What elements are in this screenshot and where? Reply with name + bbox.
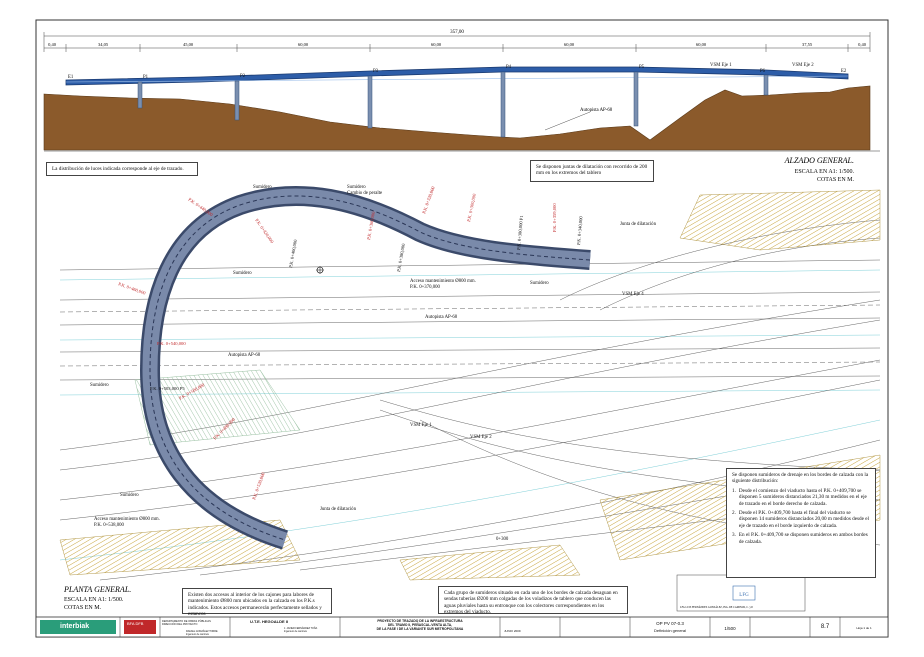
embankment: [399, 544, 581, 581]
piers: [137, 71, 769, 138]
span-label: 0,40: [48, 42, 57, 48]
elevation-title: ALZADO GENERAL.: [784, 156, 854, 165]
access-note: Existen dos accesos al interior de los c…: [182, 588, 332, 617]
support-label: E1: [68, 75, 74, 80]
drainage-item-text: Desde el comienzo del viaducto hasta el …: [738, 487, 867, 507]
plan-title: PLANTA GENERAL.: [63, 585, 131, 594]
drainage-note-intro: Se disponen sumideros de drenaje en los …: [732, 472, 869, 485]
lfg-stamp-text: LFG: [739, 593, 749, 598]
acceso-label: Acceso mantenimiento Ø800 mm.P.K. 0+538,…: [94, 517, 160, 528]
pk-300-label: 0+300: [496, 537, 509, 542]
pk-label: P.K. 0+300,000: [466, 192, 478, 222]
elevation-note-right: Se disponen juntas de dilatación con rec…: [530, 160, 654, 182]
total-span-label: 357,00: [450, 30, 464, 35]
sumidero-label: Sumidero: [90, 383, 109, 388]
plan-scale: ESCALA EN A1: 1/500.: [64, 597, 124, 603]
drainage-item-text: Desde el P.K. 0+409,700 hasta el final d…: [738, 510, 869, 529]
vsm4-label: VSM Eje 4: [622, 292, 644, 297]
support-label: P4: [506, 65, 512, 70]
span-label: 37,55: [802, 42, 813, 48]
lfg-stamp: [732, 585, 756, 601]
support-label: P1: [143, 75, 149, 80]
drainage-item: 3.En el P.K. 0+409,700 se disponen sumid…: [732, 532, 870, 545]
span-label: 34,05: [98, 42, 109, 48]
plan-units: COTAS EN M.: [64, 605, 102, 611]
support-label: P6: [760, 69, 766, 74]
viaduct-deck: [65, 66, 849, 86]
pk-label: P.K. 0+359,000: [552, 203, 558, 232]
pk-label: P.K. 0+380,000 P1: [516, 214, 525, 250]
span-label: 60,00: [298, 42, 309, 48]
tubes-note: Cada grupo de sumideros situado en cada …: [438, 586, 628, 615]
drainage-note: Se disponen sumideros de drenaje en los …: [726, 468, 876, 578]
contractor-label: U.T.E. HEGOALDE II: [250, 619, 289, 624]
elevation-note-left: La distribución de luces indicada corres…: [46, 162, 198, 176]
drainage-item: 2.Desde el P.K. 0+409,700 hasta el final…: [732, 510, 869, 529]
embankment: [59, 519, 301, 576]
engineer-right: J. JAVIER FERNÁNDEZ TOÑA Ingeniero de ca…: [284, 627, 318, 633]
engineer-left: RAFAEL GONZÁLEZ TORRE Ingeniero de camin…: [186, 630, 218, 636]
junta-label: Junta de dilatación: [620, 222, 657, 227]
pk-label: P.K. 0+503,000 P5: [150, 386, 185, 392]
pk-label: P.K. 0+380,000: [396, 242, 407, 272]
scale-label: 1/500: [724, 626, 736, 631]
autopista-label: Autopista AP-68: [425, 315, 458, 320]
firm-line: LFG LUIS FERNÁNDEZ GONZÁLEZ, ING. DE CAM…: [680, 606, 754, 609]
span-label: 45,00: [183, 42, 194, 48]
embankment: [134, 369, 301, 446]
pk-label: P.K. 0+520,000: [251, 471, 267, 501]
pk-label: P.K. 0+460,000: [117, 281, 147, 297]
autopista-label: Autopista AP-68: [228, 353, 261, 358]
support-label: P3: [373, 69, 379, 74]
road-label: Autopista AP-68: [580, 108, 613, 113]
sheets-total: Hoja 1 de 1: [856, 626, 872, 630]
bfa-label: BFA DFB: [127, 621, 144, 626]
elevation-units: COTAS EN M.: [817, 177, 855, 183]
project-title: PROYECTO DE TRAZADO DE LA INFRAESTRUCTUR…: [376, 619, 464, 631]
signature-box: [676, 574, 806, 612]
pk-label: P.K. 0+420,000: [253, 218, 275, 245]
pk-label: P.K. 0+360,000: [366, 210, 377, 240]
elevation-view: 357,00 0,40 34,05 45,00 60,00 60,00 60,0…: [43, 30, 880, 152]
date-label: JUNIO 2009: [504, 629, 521, 633]
pk-label: P.K. 0+320,000: [421, 185, 437, 215]
sumidero-label: Sumidero: [120, 493, 139, 498]
company-name: interbiak: [60, 623, 90, 630]
bfa-logo: [124, 620, 156, 634]
elevation-scale: ESCALA EN A1: 1/500.: [795, 169, 855, 175]
pk-label: P.K. 0+540,000: [157, 341, 186, 347]
junta-label: Junta de dilatación: [320, 507, 357, 512]
plan-code: OP PV 07-0.3: [656, 621, 684, 626]
span-label: 60,00: [431, 42, 442, 48]
span-label: 60,00: [696, 42, 707, 48]
sumidero-label: Sumidero: [233, 271, 252, 276]
span-label: 0,40: [858, 42, 867, 48]
vsm1-label: VSM Eje 1: [410, 423, 432, 428]
drainage-item-text: En el P.K. 0+409,700 se disponen sumider…: [738, 532, 868, 545]
sumidero-label: Sumidero: [530, 281, 549, 286]
title-block: [35, 616, 889, 638]
embankment: [679, 189, 881, 251]
terrain-profile: [43, 85, 871, 151]
authority-label: DEPARTAMENTO DE OBRAS PÚBLICAS DIRECCIÓN…: [162, 620, 211, 626]
sheet-number: 8.7: [820, 624, 830, 630]
vsm2-label: VSM Eje 2: [470, 435, 492, 440]
support-label: P2: [240, 74, 246, 79]
support-label: P5: [639, 65, 645, 70]
plan-title-block: Definición general: [653, 628, 687, 633]
span-label: 60,00: [564, 42, 575, 48]
acceso-label: Acceso mantenimiento Ø800 mm.P.K. 0+370,…: [410, 279, 476, 290]
pk-label: P.K. 0+400,000: [288, 238, 299, 268]
support-label: E2: [841, 69, 847, 74]
interbiak-logo: [40, 620, 116, 634]
sumidero-label: Sumidero: [253, 185, 272, 190]
support-label: VSM Eje 2: [792, 63, 814, 68]
drainage-item: 1.Desde el comienzo del viaducto hasta e…: [732, 488, 870, 507]
support-label: VSM Eje 1: [710, 63, 732, 68]
pk-label: P.K. 0+340,000: [576, 215, 585, 245]
